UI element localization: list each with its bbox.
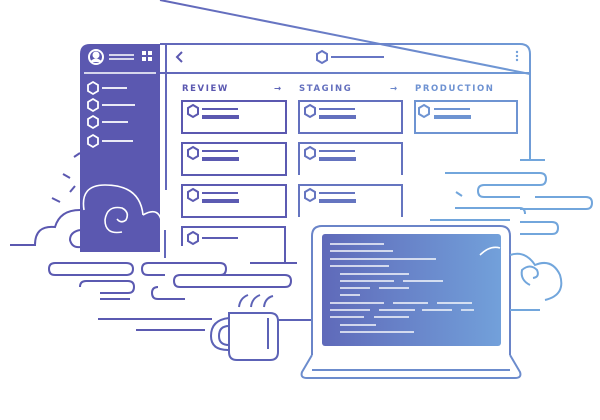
app-window <box>159 0 531 160</box>
sidebar-item-3[interactable] <box>87 114 128 130</box>
column-label-staging: STAGING <box>299 84 352 94</box>
card-review-2[interactable] <box>181 142 287 176</box>
laptop <box>300 225 522 379</box>
kebab-menu-icon[interactable] <box>515 50 519 62</box>
card-review-1[interactable] <box>181 100 287 134</box>
arrow-icon: → <box>390 84 399 94</box>
cloud-swirl-icon <box>82 184 163 234</box>
left-cloud <box>10 152 81 249</box>
sidebar-item-2[interactable] <box>87 97 135 113</box>
wind-lines-left <box>47 258 297 331</box>
chevron-left-icon[interactable] <box>175 51 183 63</box>
card-production-1[interactable] <box>414 100 518 134</box>
laptop-screen <box>322 234 501 346</box>
user-avatar-icon[interactable] <box>88 49 104 65</box>
column-label-review: REVIEW <box>182 84 229 94</box>
column-label-production: PRODUCTION <box>415 84 495 94</box>
sidebar <box>80 44 163 252</box>
wind-lines-right <box>430 172 594 311</box>
sidebar-item-4[interactable] <box>87 133 133 149</box>
card-staging-3[interactable] <box>298 184 403 217</box>
coffee-mug-icon <box>209 294 312 361</box>
card-review-4[interactable] <box>181 226 286 262</box>
title-hexagon-icon <box>316 49 384 65</box>
card-staging-1[interactable] <box>298 100 403 134</box>
code-lines <box>330 243 474 333</box>
arrow-icon: → <box>274 84 283 94</box>
card-review-3[interactable] <box>181 184 287 218</box>
sidebar-item-1[interactable] <box>87 80 127 96</box>
card-staging-2[interactable] <box>298 142 403 175</box>
grid-icon[interactable] <box>142 51 152 61</box>
